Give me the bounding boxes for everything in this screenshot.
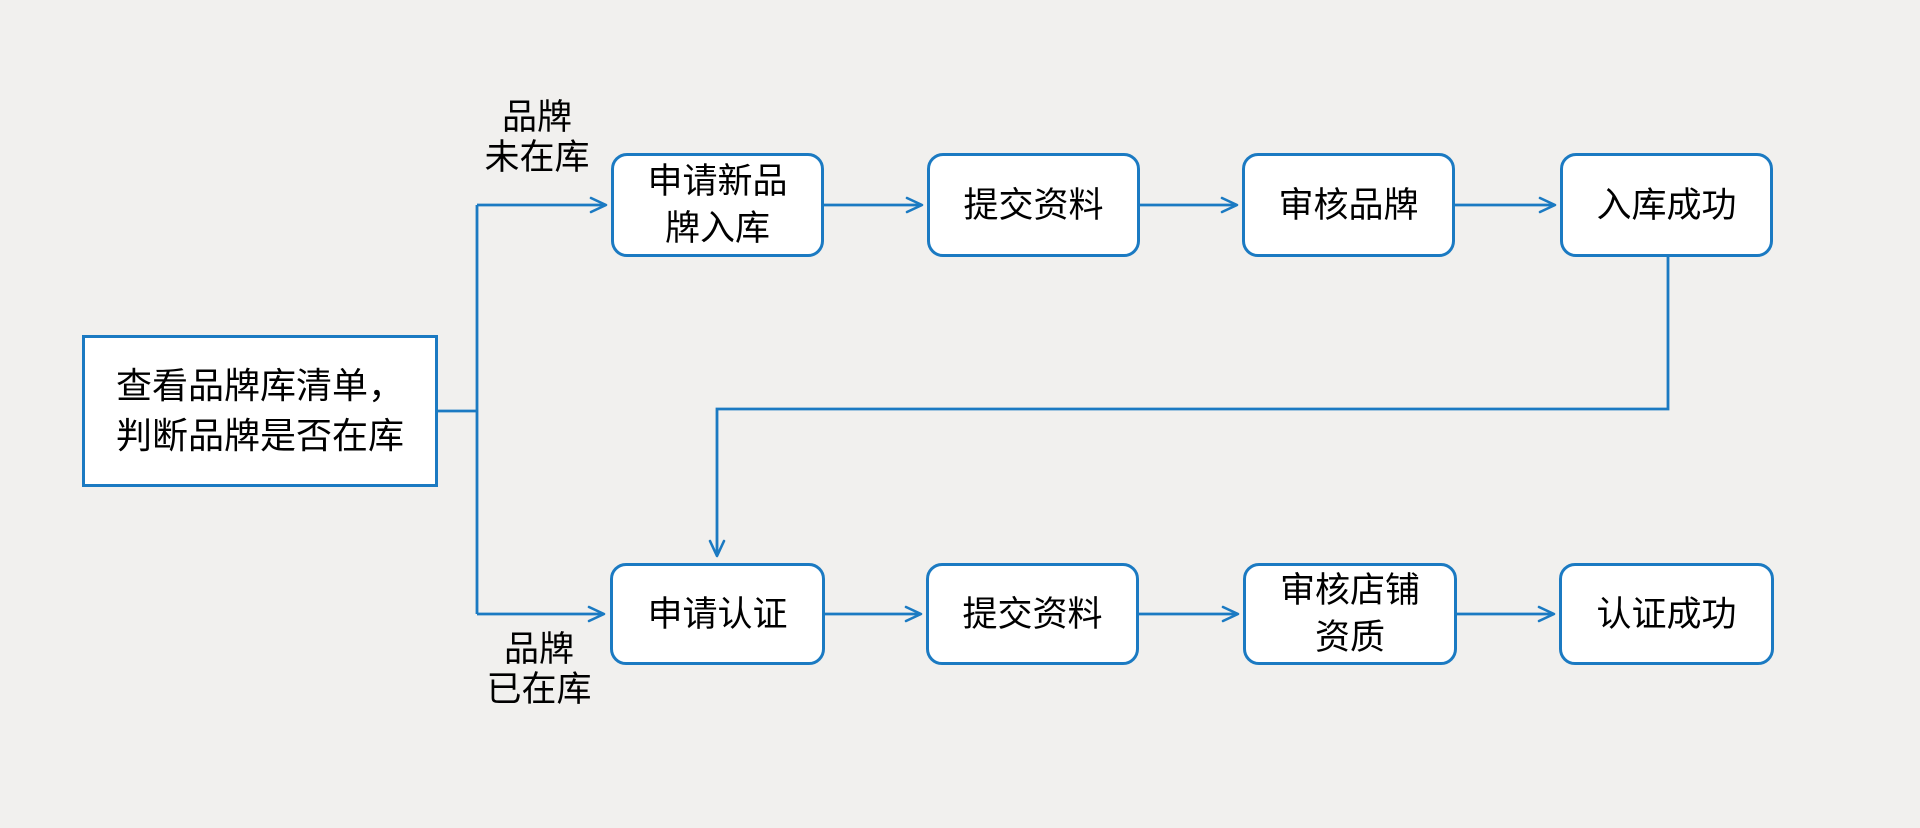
node-apply-new-brand: 申请新品 牌入库 xyxy=(611,153,824,257)
node-apply-certification: 申请认证 xyxy=(610,563,825,665)
connector-feedback-storage-to-certification xyxy=(708,257,1670,558)
node-storage-success: 入库成功 xyxy=(1560,153,1773,257)
node-submit-materials-bottom: 提交资料 xyxy=(926,563,1139,665)
connector-branch-spine xyxy=(438,205,479,614)
branch-condition-in-library: 品牌 已在库 xyxy=(486,630,592,709)
start-node: 查看品牌库清单， 判断品牌是否在库 xyxy=(82,335,438,487)
node-submit-materials-top: 提交资料 xyxy=(927,153,1140,257)
node-review-brand: 审核品牌 xyxy=(1242,153,1455,257)
branch-condition-not-in-library: 品牌 未在库 xyxy=(484,98,590,177)
node-review-store-qualification: 审核店铺 资质 xyxy=(1243,563,1457,665)
node-certification-success: 认证成功 xyxy=(1559,563,1774,665)
